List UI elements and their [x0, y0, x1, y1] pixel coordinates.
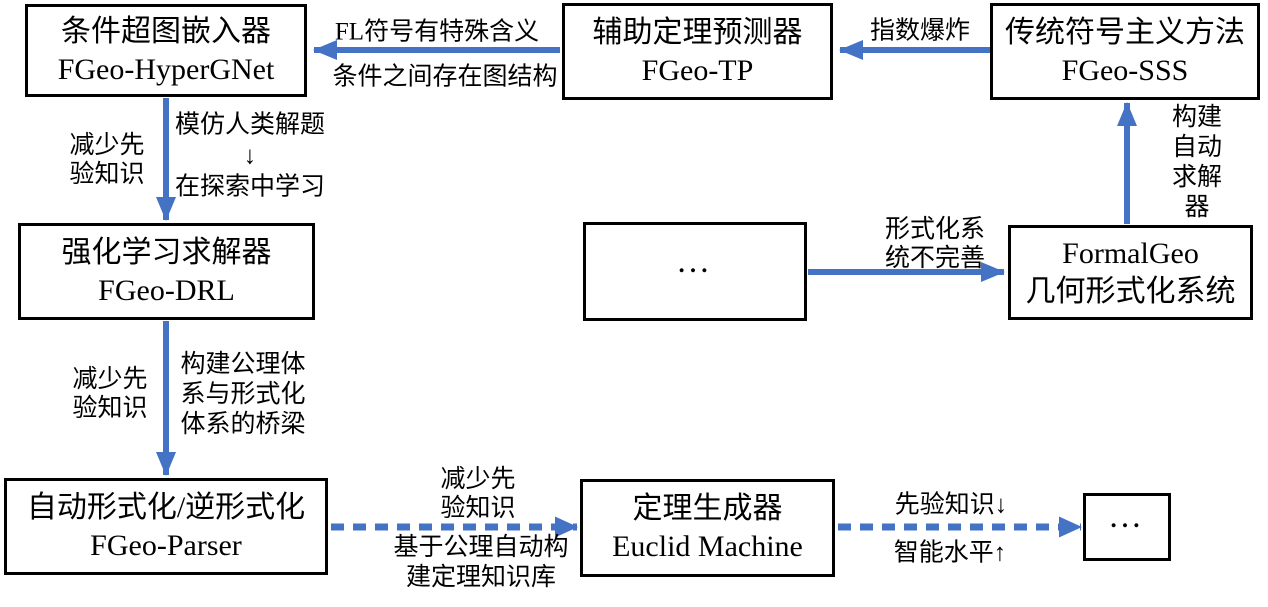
node-fgeo-parser: 自动形式化/逆形式化 FGeo-Parser: [4, 478, 328, 575]
edge-label-euclid-to-end-below: 智能水平↑: [893, 539, 1007, 567]
node-fgeo-tp-title-en: FGeo-TP: [641, 53, 754, 87]
edge-label-mid-to-formalgeo: 形式化系 统不完善: [884, 216, 986, 272]
node-formalgeo-title-zh: 几何形式化系统: [1025, 274, 1236, 308]
node-fgeo-parser-title-en: FGeo-Parser: [90, 528, 242, 562]
edge-label-tp-to-hypergnet-below: 条件之间存在图结构: [332, 63, 558, 91]
node-placeholder-mid: …: [583, 222, 807, 321]
node-fgeo-drl-title-en: FGeo-DRL: [98, 273, 235, 307]
node-fgeo-sss: 传统符号主义方法 FGeo-SSS: [990, 3, 1260, 100]
node-fgeo-tp-title-zh: 辅助定理预测器: [592, 15, 803, 49]
edge-label-drl-to-parser-left: 减少先 验知识: [72, 366, 148, 422]
node-placeholder-mid-ellipsis: …: [676, 242, 714, 280]
node-fgeo-drl-title-zh: 强化学习求解器: [61, 235, 272, 269]
edge-label-hypergnet-to-drl-left: 减少先 验知识: [69, 132, 145, 188]
node-fgeo-drl: 强化学习求解器 FGeo-DRL: [18, 223, 315, 320]
node-formalgeo: FormalGeo 几何形式化系统: [1008, 225, 1253, 320]
node-fgeo-sss-title-en: FGeo-SSS: [1061, 53, 1189, 87]
node-fgeo-parser-title-zh: 自动形式化/逆形式化: [26, 490, 306, 524]
node-formalgeo-title-en: FormalGeo: [1062, 236, 1199, 270]
edge-label-drl-to-parser-right: 构建公理体 系与形式化 体系的桥梁: [180, 351, 306, 438]
edge-label-sss-to-tp: 指数爆炸: [869, 17, 971, 45]
node-fgeo-hypergnet-title-en: FGeo-HyperGNet: [57, 52, 275, 86]
edge-label-tp-to-hypergnet-above: FL符号有特殊含义: [334, 18, 540, 46]
node-placeholder-end: …: [1083, 493, 1171, 561]
node-placeholder-end-ellipsis: …: [1108, 497, 1146, 535]
node-euclid-machine: 定理生成器 Euclid Machine: [580, 479, 835, 577]
node-euclid-machine-title-en: Euclid Machine: [612, 530, 803, 563]
node-fgeo-sss-title-zh: 传统符号主义方法: [1005, 15, 1245, 49]
node-fgeo-hypergnet: 条件超图嵌入器 FGeo-HyperGNet: [25, 4, 307, 97]
node-fgeo-hypergnet-title-zh: 条件超图嵌入器: [61, 14, 271, 48]
edge-label-formalgeo-to-sss: 构建自动 求解器: [1171, 104, 1222, 221]
edge-label-euclid-to-end-above: 先验知识↓: [894, 491, 1008, 519]
edge-label-parser-to-euclid-below: 基于公理自动构 建定理知识库: [393, 534, 569, 591]
node-euclid-machine-title-zh: 定理生成器: [632, 492, 783, 525]
edge-label-parser-to-euclid-above: 减少先 验知识: [440, 466, 516, 522]
node-fgeo-tp: 辅助定理预测器 FGeo-TP: [562, 3, 833, 100]
edge-label-hypergnet-to-drl-right: 模仿人类解题 ↓ 在探索中学习: [174, 111, 326, 201]
